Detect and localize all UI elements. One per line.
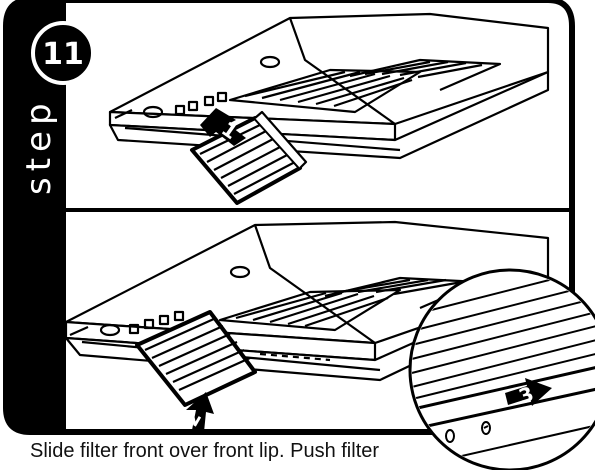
grease-filter-bottom — [135, 310, 257, 407]
step-band — [6, 0, 66, 432]
step-number-badge — [31, 21, 95, 85]
grease-filter-top — [190, 110, 308, 205]
arrow-1-icon: 1 — [200, 108, 246, 146]
step-word: step — [19, 97, 59, 195]
step-number: 11 — [42, 37, 84, 72]
arrow-3-icon: 3 — [505, 378, 552, 409]
instruction-caption: Slide filter front over front lip. Push … — [30, 440, 380, 462]
